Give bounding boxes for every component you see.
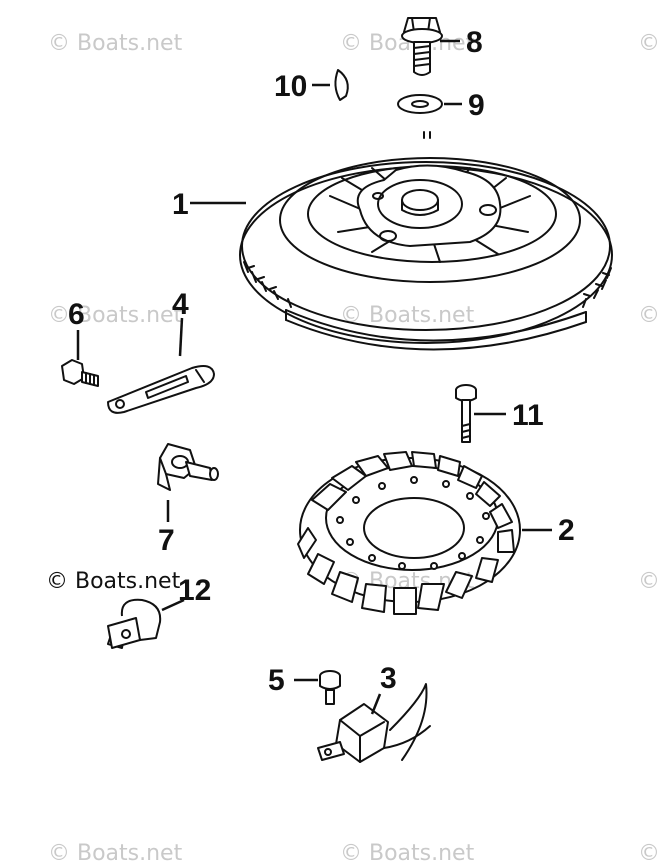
callout-label-10: 10 — [274, 70, 307, 103]
callout-label-4: 4 — [172, 288, 189, 321]
watermark-text: © Boats.net — [48, 841, 183, 864]
clamp-part-12 — [107, 598, 162, 649]
watermark-text: © Boats.net — [638, 31, 664, 56]
leader-lines — [76, 39, 552, 715]
callout-label-1: 1 — [172, 188, 189, 221]
callout-labels: 1 2 3 4 5 6 7 8 9 10 11 12 — [68, 26, 575, 697]
callout-label-11: 11 — [512, 399, 544, 432]
callout-label-8: 8 — [466, 26, 483, 59]
key-part-10 — [334, 69, 349, 101]
callout-label-2: 2 — [558, 514, 575, 547]
stator-rivets — [336, 476, 490, 570]
washer-part-9 — [397, 94, 443, 114]
callout-label-5: 5 — [268, 664, 285, 697]
callout-label-12: 12 — [178, 574, 211, 607]
callout-label-6: 6 — [68, 298, 85, 331]
bracket-part-4 — [107, 365, 215, 414]
watermark-text: © Boats.net — [340, 841, 475, 864]
watermark-text: © Boats.net — [48, 303, 183, 328]
sensor-part-7 — [157, 443, 219, 491]
watermark-text-dark: © Boats.net — [46, 569, 181, 594]
screw-part-11 — [455, 384, 477, 443]
callout-label-9: 9 — [468, 89, 485, 122]
watermark-text: © Boats.net — [48, 31, 183, 56]
callout-label-3: 3 — [380, 662, 397, 695]
screw-part-5 — [319, 670, 341, 705]
flywheel-part — [239, 131, 613, 351]
watermark-text: © Boats.net — [638, 569, 664, 594]
ignition-module-part-3 — [317, 683, 431, 763]
screw-part-6 — [61, 359, 99, 387]
watermark-text: © Boats.net — [638, 841, 664, 864]
stator-coils — [297, 451, 515, 615]
callout-label-7: 7 — [158, 524, 175, 557]
watermark-text: © Boats.net — [638, 303, 664, 328]
stator-part — [297, 451, 521, 615]
bolt-part-8 — [401, 17, 443, 76]
watermark-layer: © Boats.net © Boats.net © Boats.net © Bo… — [46, 31, 664, 864]
